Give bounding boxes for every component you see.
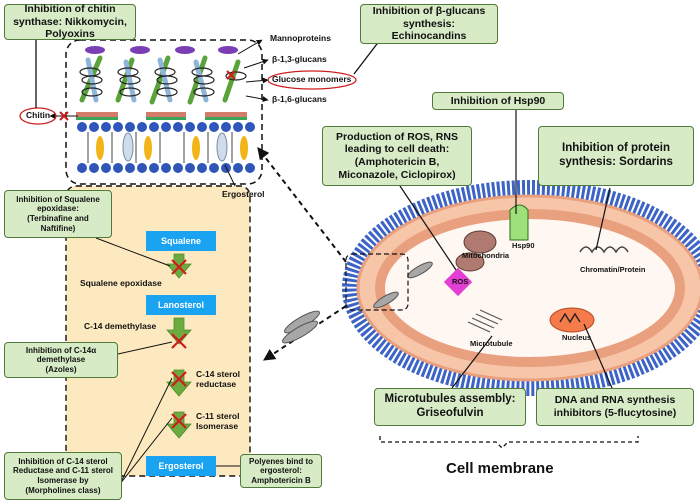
microtubule-assembly-box: Microtubules assembly: Griseofulvin	[374, 388, 526, 426]
mannoprotein-ovals	[85, 46, 238, 54]
c14-demethylase-label: C-14 demethylase	[84, 321, 157, 331]
nucleus-label: Nucleus	[562, 333, 592, 342]
cell-body	[342, 180, 700, 396]
hsp90-label: Hsp90	[512, 241, 535, 250]
lanosterol-box: Lanosterol	[146, 295, 216, 315]
beta-glucan-inhibition-box: Inhibition of β-glucans synthesis: Echin…	[360, 4, 498, 44]
dna-rna-synthesis-box: DNA and RNA synthesis inhibitors (5-fluc…	[536, 388, 694, 426]
c14-demethylase-inhibition-box: Inhibition of C-14α demethylase (Azoles)	[4, 342, 118, 378]
c14-reductase-label: C-14 sterol reductase	[196, 369, 240, 389]
polyenes-box: Polyenes bind to ergosterol: Amphoterici…	[240, 454, 322, 488]
ros-production-box: Production of ROS, RNS leading to cell d…	[322, 126, 472, 186]
chitin-label: Chitin	[26, 110, 51, 120]
hsp90-inhibition-box: Inhibition of Hsp90	[432, 92, 564, 110]
ros-label: ROS	[452, 277, 469, 286]
c14-reductase-inhibition-box: Inhibition of C-14 sterol Reductase and …	[4, 452, 122, 500]
squalene-box: Squalene	[146, 231, 216, 251]
glucose-monomers-label: Glucose monomers	[272, 74, 352, 84]
squalene-epoxidase-label: Squalene epoxidase	[80, 278, 162, 288]
cell-wall-schematic	[65, 39, 263, 185]
beta-16-glucans-label: β-1,6-glucans	[272, 94, 327, 104]
squalene-epoxidase-inhibition-box: Inhibition of Squalene epoxidase: (Terbi…	[4, 190, 112, 238]
ergosterol-molecules	[96, 136, 248, 160]
cell-membrane-label: Cell membrane	[446, 460, 554, 477]
chitin-synthase-inhibition-box: Inhibition of chitin synthase: Nikkomyci…	[4, 3, 136, 40]
chromatin-protein-label: Chromatin/Protein	[580, 265, 646, 274]
c11-isomerase-label: C-11 sterol Isomerase	[196, 411, 240, 431]
ergosterol-label: Ergosterol	[222, 189, 265, 199]
microtubule-label: Microtubule	[470, 339, 513, 348]
lipid-bilayer	[77, 122, 255, 173]
beta-13-glucans-label: β-1,3-glucans	[272, 54, 327, 64]
mitochondria-label: Mitochondria	[462, 251, 510, 260]
mannoproteins-label: Mannoproteins	[270, 33, 331, 43]
chitin-bars	[76, 112, 247, 120]
protein-synthesis-inhibition-box: Inhibition of protein synthesis: Sordari…	[538, 126, 694, 186]
ergosterol-box: Ergosterol	[146, 456, 216, 476]
